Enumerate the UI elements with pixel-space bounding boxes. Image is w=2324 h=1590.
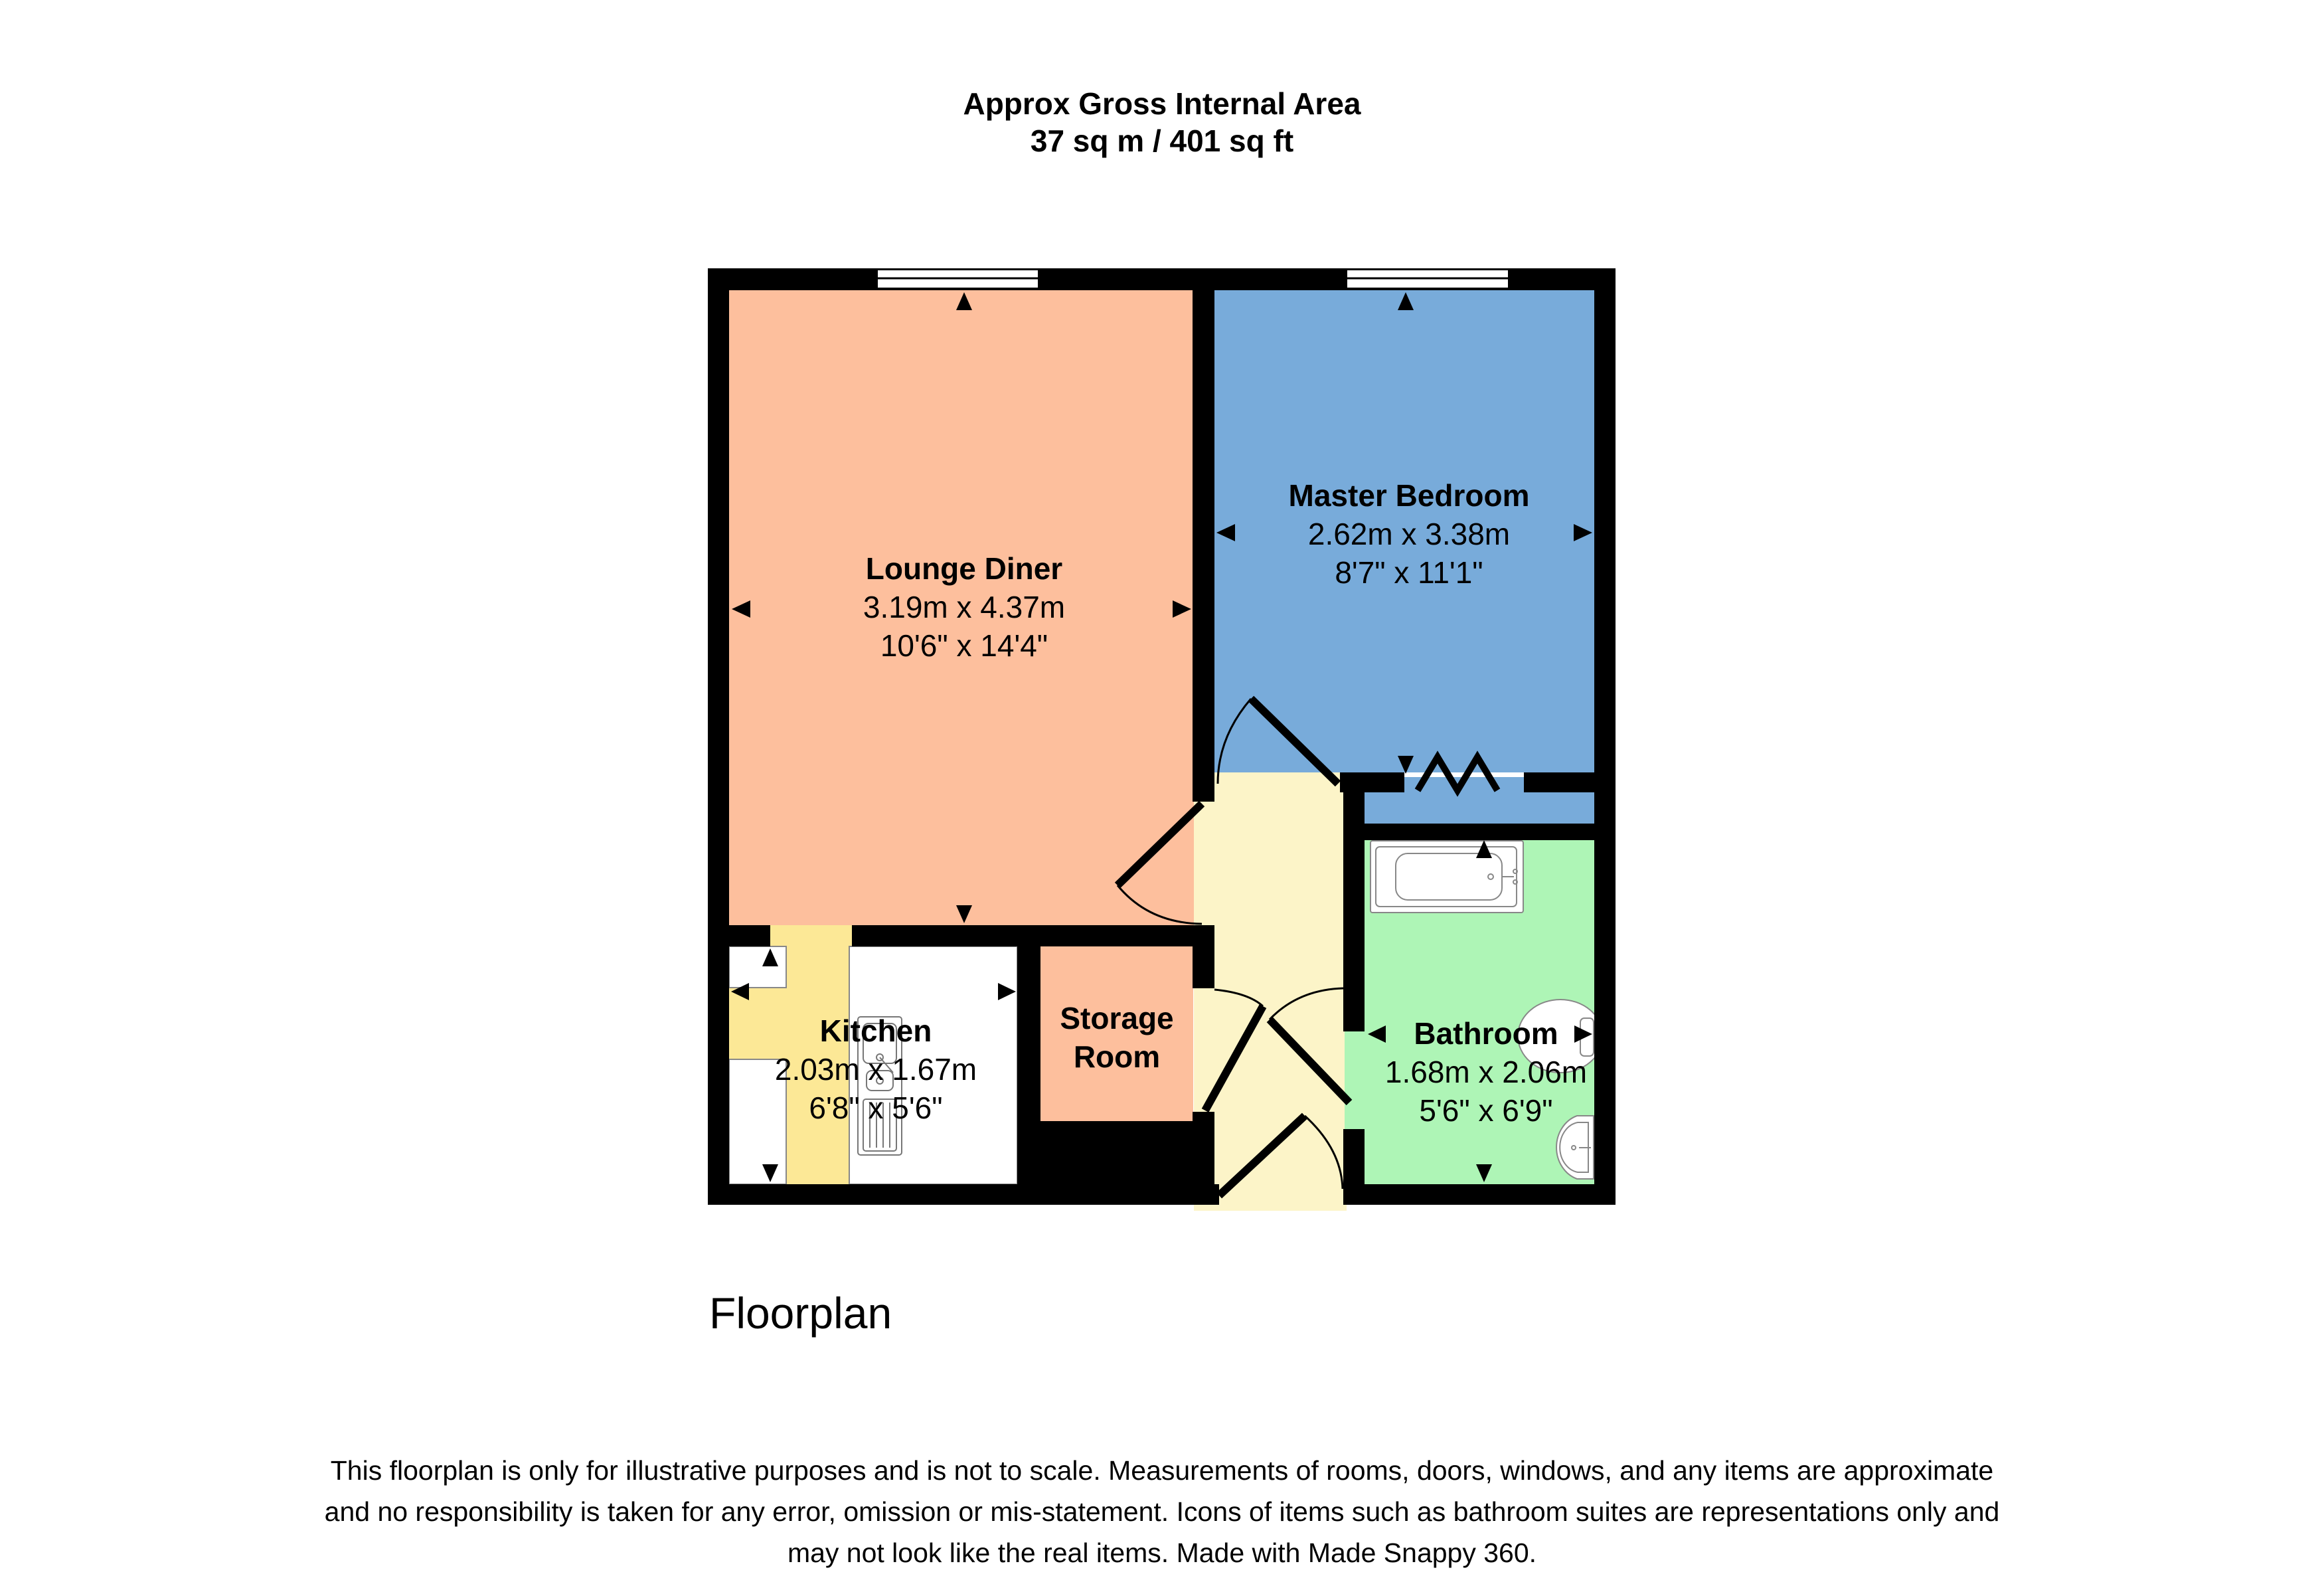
room-metric: 2.03m x 1.67m	[774, 1052, 977, 1087]
room-label-bathroom: Bathroom 1.68m x 2.06m 5'6" x 6'9"	[1385, 1014, 1587, 1130]
lounge-arrow-bottom	[956, 905, 972, 923]
bathroom-door	[1266, 987, 1353, 1106]
wall-lounge-kitchen-left	[729, 925, 770, 946]
wall-lounge-bedroom	[1193, 290, 1214, 802]
disclaimer: This floorplan is only for illustrative …	[0, 1450, 2324, 1573]
windows	[878, 270, 1508, 288]
area-title: Approx Gross Internal Area	[963, 86, 1361, 121]
wall-bedroom-bottom-right	[1524, 772, 1594, 792]
basin-icon	[1556, 1115, 1594, 1180]
bathroom-arrow-right	[1574, 1025, 1592, 1043]
bathroom-arrow-left	[1368, 1025, 1386, 1043]
dimension-arrows	[731, 292, 1592, 1182]
room-label-master-bedroom: Master Bedroom 2.62m x 3.38m 8'7" x 11'1…	[1289, 476, 1530, 592]
disclaimer-line-3: may not look like the real items. Made w…	[787, 1538, 1537, 1568]
room-metric: 1.68m x 2.06m	[1384, 1055, 1588, 1089]
room-name: Master Bedroom	[1288, 478, 1530, 513]
kitchen-arrow-bottom	[762, 1164, 778, 1182]
front-door	[1216, 1112, 1344, 1199]
bedroom-arrow-right	[1574, 524, 1592, 541]
bedroom-arrow-bottom	[1398, 756, 1414, 774]
wall-storage-right-top	[1193, 925, 1214, 988]
wall-outer-bottom-left	[708, 1184, 1219, 1205]
storage-base-block	[1040, 1121, 1214, 1184]
bathroom-arrow-top	[1476, 840, 1492, 858]
kitchen-units	[728, 946, 1018, 1185]
room-name: Lounge Diner	[865, 551, 1063, 586]
walls	[708, 268, 1616, 1205]
room-imperial: 10'6" x 14'4"	[880, 628, 1048, 663]
bedroom-arrow-top	[1398, 292, 1414, 310]
lounge-diner-floor	[729, 290, 1194, 927]
wall-lounge-kitchen-right	[852, 925, 1214, 946]
sink-icon	[857, 1016, 902, 1156]
room-imperial: 6'8" x 5'6"	[809, 1091, 943, 1125]
kitchen-arrow-top	[762, 948, 778, 966]
kitchen-counter-right	[849, 946, 1018, 1185]
bedroom-floor	[1214, 290, 1594, 772]
bathtub-icon	[1370, 840, 1524, 913]
kitchen-arrow-right	[998, 983, 1016, 1000]
wall-hallway-right-top	[1343, 772, 1365, 1031]
disclaimer-line-2: and no responsibility is taken for any e…	[324, 1496, 2000, 1527]
disclaimer-line-1: This floorplan is only for illustrative …	[330, 1455, 1994, 1486]
wall-hallway-right-bottom	[1343, 1129, 1365, 1205]
room-imperial: 5'6" x 6'9"	[1419, 1093, 1553, 1128]
wall-outer-left	[708, 268, 729, 1205]
room-name: Kitchen	[819, 1014, 932, 1048]
wall-annex-bathroom	[1365, 824, 1594, 840]
storage-room-floor	[1040, 946, 1193, 1121]
lounge-window	[878, 270, 1038, 288]
room-imperial: 8'7" x 11'1"	[1335, 555, 1483, 590]
lounge-door	[1114, 800, 1205, 925]
doors	[1114, 695, 1501, 1199]
lounge-arrow-right	[1173, 600, 1191, 618]
wall-outer-right	[1594, 268, 1616, 1205]
room-name-line1: Storage	[1060, 1001, 1174, 1035]
room-label-storage-room: Storage Room	[1060, 999, 1173, 1076]
wardrobe-bifold-door	[1414, 751, 1501, 797]
lounge-arrow-left	[732, 600, 750, 618]
wall-kitchen-storage	[1017, 946, 1040, 1184]
room-name: Bathroom	[1414, 1016, 1558, 1051]
kitchen-counter-bottom-left	[728, 1059, 787, 1185]
room-label-kitchen: Kitchen 2.03m x 1.67m 6'8" x 5'6"	[775, 1012, 977, 1127]
area-value: 37 sq m / 401 sq ft	[1030, 124, 1294, 158]
room-label-lounge-diner: Lounge Diner 3.19m x 4.37m 10'6" x 14'4"	[863, 549, 1065, 665]
bedroom-window	[1347, 270, 1508, 288]
kitchen-counter-top-left	[728, 946, 787, 988]
room-metric: 2.62m x 3.38m	[1307, 517, 1511, 551]
wall-outer-bottom-right	[1343, 1184, 1616, 1205]
bedroom-arrow-left	[1216, 524, 1235, 541]
kitchen-arrow-left	[731, 983, 749, 1000]
room-name-line2: Room	[1073, 1039, 1161, 1074]
storage-door	[1201, 988, 1267, 1112]
room-metric: 3.19m x 4.37m	[863, 590, 1066, 624]
bathroom-arrow-bottom	[1476, 1164, 1492, 1182]
lounge-arrow-top	[956, 292, 972, 310]
floor-label: Floorplan	[709, 1288, 892, 1338]
area-header: Approx Gross Internal Area 37 sq m / 401…	[0, 85, 2324, 159]
bedroom-door	[1216, 695, 1341, 787]
